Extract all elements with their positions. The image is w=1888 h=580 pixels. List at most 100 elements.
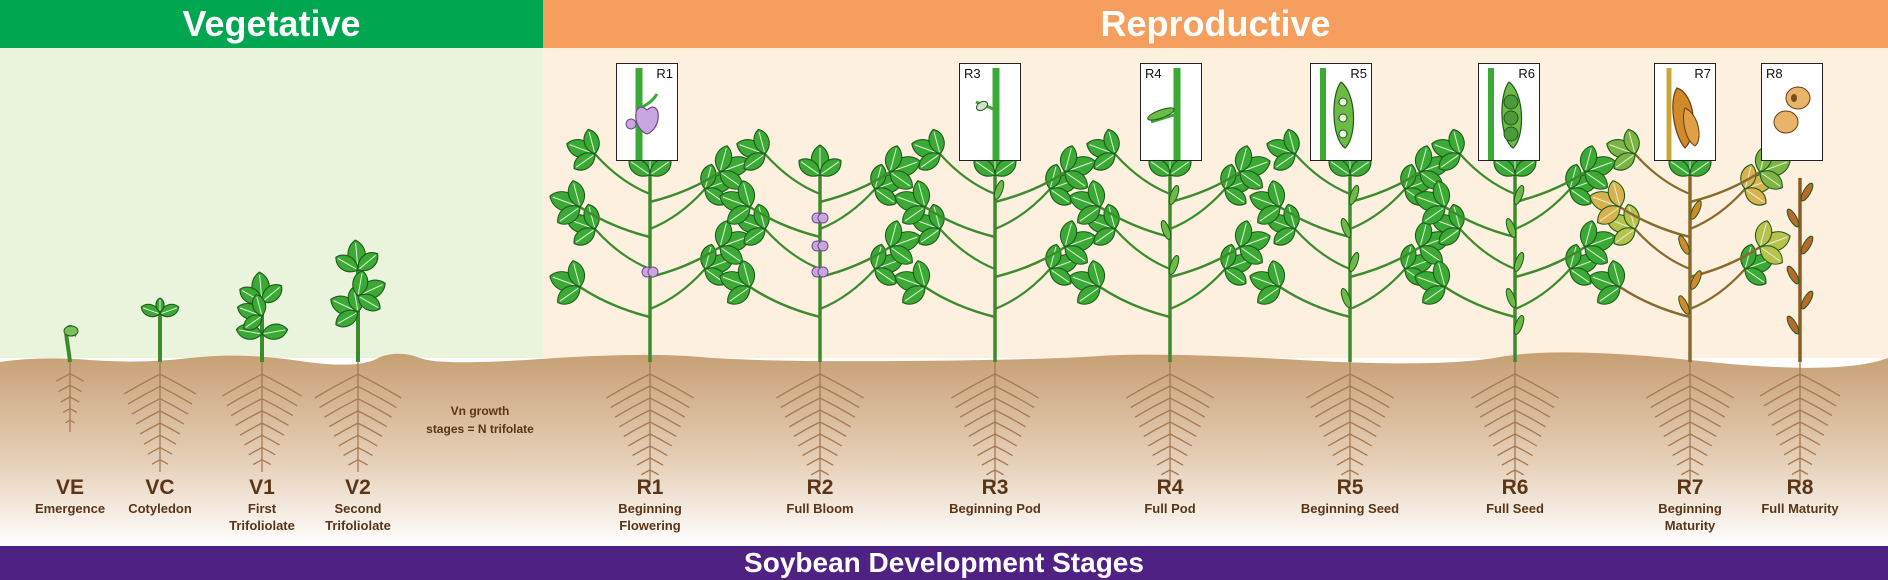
stage-name: Full Seed [1486, 501, 1544, 516]
stage-name: Beginning Seed [1300, 501, 1400, 516]
reproductive-header: Reproductive [543, 0, 1888, 48]
roots [55, 362, 85, 432]
pod [1786, 315, 1800, 335]
plant-ve [63, 325, 79, 363]
plant-r8 [1786, 178, 1814, 362]
roots [1471, 362, 1559, 482]
stage-code: R7 [1676, 476, 1704, 499]
vn-growth-note: Vn growth stages = N trifolate [426, 404, 534, 436]
stage-code: R8 [1786, 476, 1814, 499]
roots [222, 362, 302, 472]
inset-illustration [1320, 68, 1355, 160]
stage-label-ve: VE Emergence [0, 476, 140, 517]
pod [1160, 220, 1172, 240]
pod [1513, 315, 1525, 335]
plant-v1 [235, 271, 289, 362]
pod [1678, 235, 1690, 255]
plant-r4 [1069, 128, 1271, 362]
pod [1678, 295, 1690, 315]
stage-code: R2 [806, 476, 834, 499]
pod [1168, 255, 1180, 275]
stage-code: R6 [1501, 476, 1529, 499]
pod [1340, 288, 1352, 308]
roots [123, 362, 197, 472]
inset-illustration [625, 68, 659, 160]
stage-code: R5 [1336, 476, 1364, 499]
stage-code: VC [145, 476, 175, 499]
stage-code: VE [55, 476, 84, 499]
roots [314, 362, 402, 472]
stage-name: Emergence [34, 501, 106, 516]
diagram-title: Soybean Development Stages [0, 546, 1888, 580]
stage-name: Beginning Pod [949, 501, 1041, 516]
inset-illustration [1666, 68, 1700, 160]
plants-and-soil [0, 128, 1888, 546]
pod [1340, 218, 1352, 238]
plant-v2 [330, 239, 386, 362]
inset-label: R4 [1145, 66, 1162, 81]
stage-name: Beginning Flowering [618, 501, 682, 533]
roots [1646, 362, 1734, 482]
pod [993, 180, 1005, 200]
inset-r6: R6 [1478, 63, 1540, 161]
stage-code: V2 [345, 476, 371, 499]
pod [1348, 252, 1360, 272]
plant-r1 [549, 128, 751, 362]
stage-name: Second Trifoliolate [325, 501, 391, 533]
vegetative-header: Vegetative [0, 0, 543, 48]
roots [1306, 362, 1394, 482]
inset-label: R6 [1518, 66, 1535, 81]
inset-illustration [1488, 68, 1523, 160]
inset-label: R5 [1350, 66, 1367, 81]
stage-name: Full Bloom [786, 501, 854, 516]
inset-r8: R8 [1761, 63, 1823, 161]
stage-name: Full Pod [1144, 501, 1196, 516]
inset-label: R3 [964, 66, 981, 81]
vegetative-panel [0, 48, 543, 358]
stage-code: R1 [636, 476, 664, 499]
plant-r2 [719, 128, 921, 362]
plant-r3 [894, 128, 1096, 362]
soil [0, 352, 1888, 546]
roots [606, 362, 694, 482]
plant-r7 [1589, 128, 1791, 362]
pod [1690, 270, 1702, 290]
stage-code: R3 [981, 476, 1009, 499]
roots [951, 362, 1039, 482]
stage-name: First Trifoliolate [229, 501, 295, 533]
pod [1168, 185, 1180, 205]
roots [1126, 362, 1214, 482]
pod [1800, 235, 1814, 255]
inset-r7: R7 [1654, 63, 1716, 161]
pod [1513, 185, 1525, 205]
inset-r4: R4 [1140, 63, 1202, 161]
pod [1348, 185, 1360, 205]
pod [1800, 182, 1814, 202]
pod [1690, 200, 1702, 220]
inset-illustration [1773, 86, 1811, 134]
pod [1505, 218, 1517, 238]
inset-label: R7 [1694, 66, 1711, 81]
inset-label: R1 [656, 66, 673, 81]
inset-r1: R1 [616, 63, 678, 161]
stage-label-vc: VC Cotyledon [90, 476, 230, 517]
stage-name: Full Maturity [1761, 501, 1839, 516]
pod [1786, 208, 1800, 228]
stage-name: Cotyledon [128, 501, 192, 516]
pod [1513, 252, 1525, 272]
stage-code: R4 [1156, 476, 1184, 499]
stage-name: Beginning Maturity [1658, 501, 1722, 533]
inset-r5: R5 [1310, 63, 1372, 161]
inset-label: R8 [1766, 66, 1783, 81]
plant-r6 [1414, 128, 1616, 362]
stage-code: V1 [249, 476, 275, 499]
inset-illustration [975, 68, 1000, 160]
